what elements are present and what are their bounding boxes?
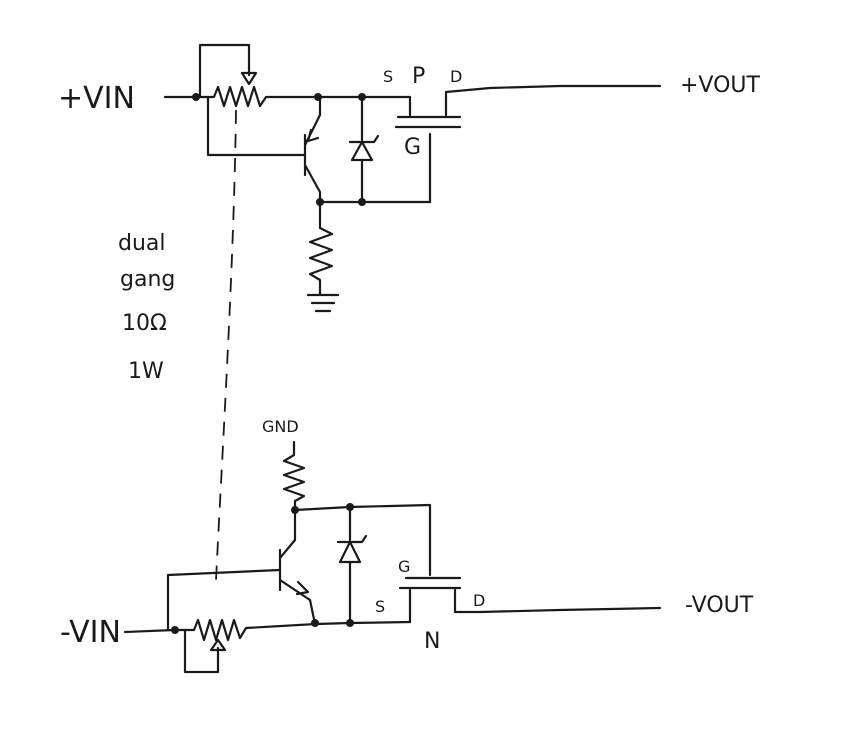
potentiometer-top <box>194 85 320 108</box>
pot-wiper-bottom <box>183 628 220 674</box>
gnd-label: GND <box>262 417 299 436</box>
resistor-top <box>308 200 334 297</box>
nmos-type-label: N <box>424 629 440 654</box>
zener-bar <box>336 534 368 544</box>
wiper-arrow-icon <box>209 638 227 652</box>
pmos-drain-label: D <box>450 67 462 86</box>
nmos-drain-label: D <box>473 591 485 610</box>
pmos-type-label: P <box>412 64 425 89</box>
zener-diode-icon <box>338 540 362 564</box>
zener-bar <box>348 134 380 144</box>
pmos-source-label: S <box>383 67 393 86</box>
npn-collector <box>278 508 297 560</box>
npn-arrow-icon <box>295 580 310 596</box>
base-wire-bottom <box>166 568 282 632</box>
nmos-gate-label: G <box>398 557 410 576</box>
vin-pos-label: +VIN <box>58 81 135 116</box>
vin-neg-wire <box>123 628 176 634</box>
pnp-arrow-icon <box>306 128 320 143</box>
note-line-3: 10Ω <box>122 311 167 336</box>
source-rail-bottom <box>314 620 412 626</box>
note-line-4: 1W <box>128 359 164 384</box>
wiper-arrow-icon <box>240 71 258 86</box>
nmos-source-label: S <box>375 597 385 616</box>
vout-pos-wire <box>488 84 662 90</box>
gate-rail-bottom <box>293 503 432 577</box>
positive-regulator: +VIN S P <box>58 43 761 313</box>
gang-link-dashed <box>215 109 237 581</box>
vout-neg-label: -VOUT <box>685 593 754 618</box>
note-line-1: dual <box>118 231 166 256</box>
potentiometer-bottom <box>173 618 318 642</box>
vout-pos-label: +VOUT <box>680 73 761 98</box>
base-wire-top <box>206 95 307 157</box>
pmos-drain-lead <box>444 86 492 117</box>
pot-wiper-top <box>198 43 251 99</box>
pmos-gate-label: G <box>404 135 421 160</box>
junction-dot <box>358 198 366 206</box>
negative-regulator: -VIN GND G S D <box>60 417 754 674</box>
vin-neg-label: -VIN <box>60 615 121 650</box>
npn-emitter <box>278 578 317 626</box>
pnp-collector <box>303 163 322 204</box>
zener-diode-icon <box>350 140 374 162</box>
ground-icon <box>306 293 340 313</box>
gate-rail-top <box>318 132 432 204</box>
resistor-bottom <box>282 440 306 512</box>
pot-note: dual gang 10Ω 1W <box>118 231 175 384</box>
note-line-2: gang <box>120 267 175 292</box>
vout-neg-wire <box>453 588 662 614</box>
